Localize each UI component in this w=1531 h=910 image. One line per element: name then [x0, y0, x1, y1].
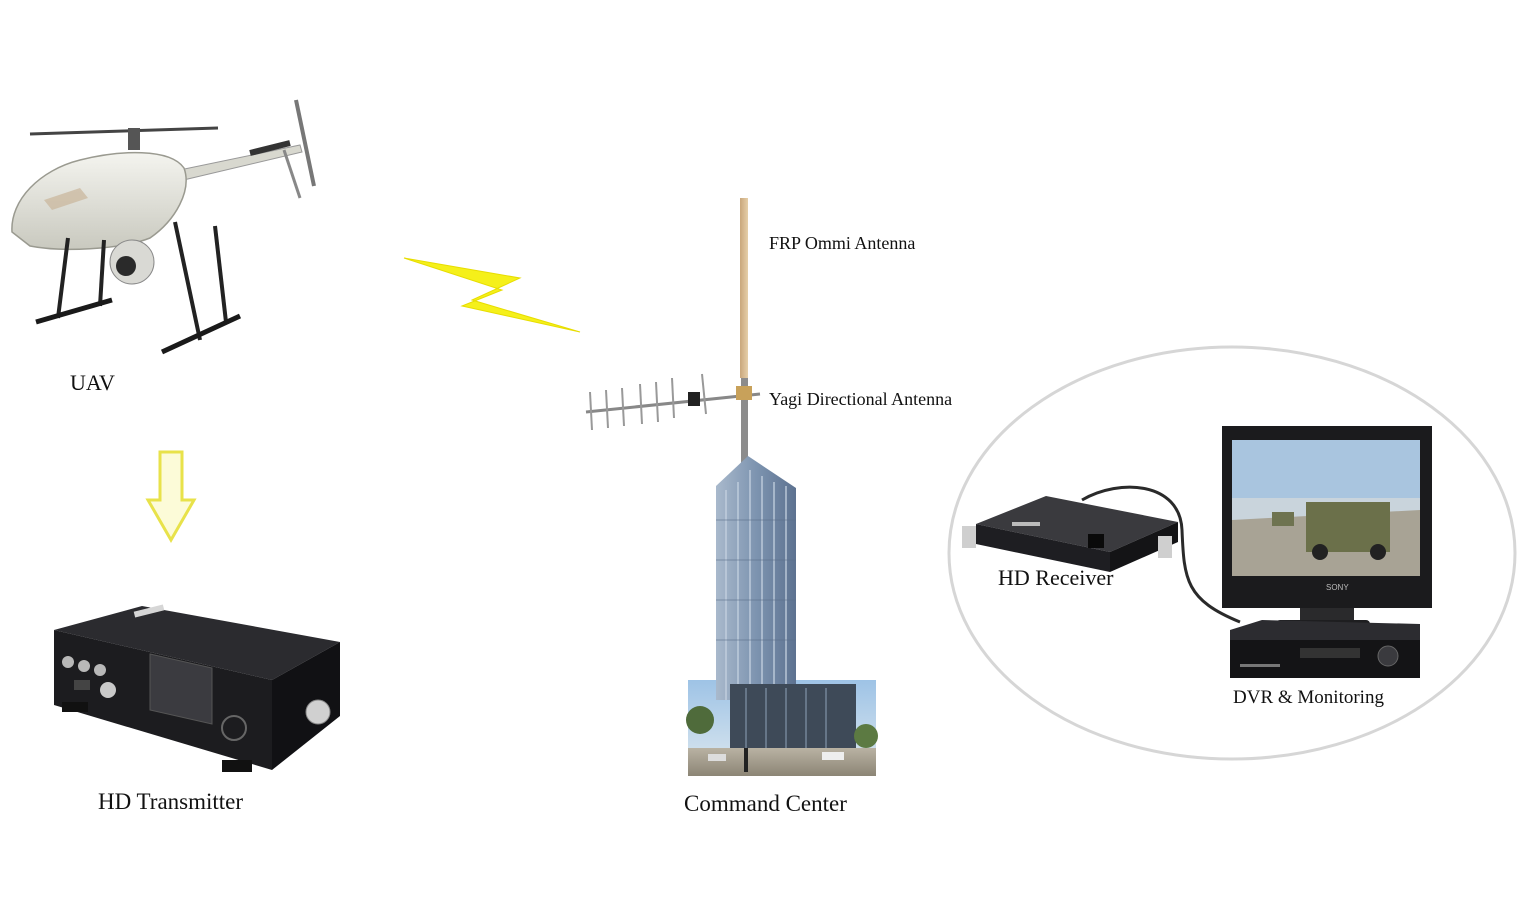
yagi-antenna-label: Yagi Directional Antenna — [769, 389, 953, 409]
hd-transmitter-label: HD Transmitter — [98, 789, 244, 814]
command-center-building-image — [686, 456, 878, 776]
video-cable — [1081, 485, 1241, 624]
frp-antenna-label: FRP Ommi Antenna — [769, 233, 916, 253]
receiver-station-outline — [947, 345, 1517, 761]
hd-receiver-image — [962, 496, 1178, 572]
down-arrow-icon — [145, 450, 197, 544]
wireless-link-lightning-icon — [403, 257, 581, 333]
uav-label: UAV — [70, 370, 115, 395]
antenna-mast-image — [585, 198, 761, 468]
hd-transmitter-image — [54, 604, 340, 772]
monitor-image: SONY — [1222, 426, 1432, 638]
dvr-monitoring-label: DVR & Monitoring — [1233, 687, 1384, 708]
command-center-label: Command Center — [684, 791, 847, 816]
monitor-brand-logo: SONY — [1326, 583, 1349, 592]
dvr-recorder-image — [1230, 620, 1420, 678]
hd-receiver-label: HD Receiver — [998, 565, 1114, 590]
uav-helicopter-image — [11, 99, 316, 355]
